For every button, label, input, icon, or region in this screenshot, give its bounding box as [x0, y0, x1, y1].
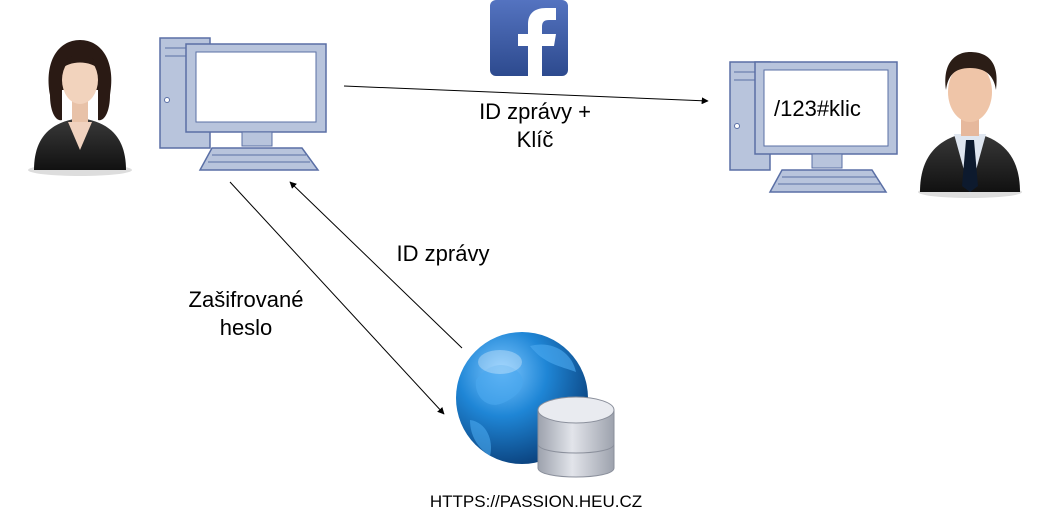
top-arrow-label: ID zprávy + Klíč	[450, 98, 620, 154]
sender-computer-icon	[159, 37, 327, 171]
encrypted-arrow-label: Zašifrované heslo	[176, 286, 316, 342]
receiver-computer-icon	[729, 61, 898, 193]
globe-database-icon	[456, 332, 615, 478]
server-url-label: HTTPS://PASSION.HEU.CZ	[429, 492, 643, 511]
encrypted-arrow-label-line1: Zašifrované	[188, 287, 304, 312]
man-avatar-icon	[918, 52, 1022, 198]
return-arrow-label: ID zprávy	[396, 241, 490, 266]
woman-avatar-icon	[28, 40, 132, 176]
top-arrow-label-line1: ID zprávy +	[479, 99, 591, 124]
receiver-screen-text: /123#klic	[774, 96, 861, 121]
encrypted-arrow-label-line2: heslo	[219, 315, 273, 340]
arrow-sender-to-server	[229, 181, 445, 415]
arrow-sender-to-receiver	[343, 85, 709, 105]
facebook-icon	[490, 0, 568, 76]
arrow-server-to-sender	[289, 181, 463, 349]
top-arrow-label-line2: Klíč	[516, 127, 554, 152]
